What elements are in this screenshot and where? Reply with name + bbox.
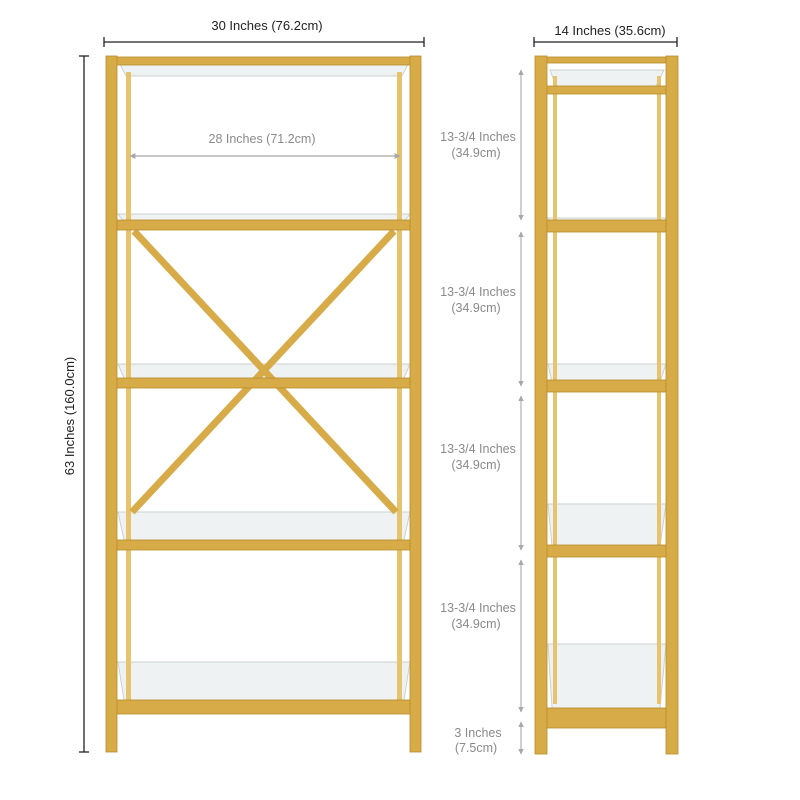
- side-dimensions: 14 Inches (35.6cm) 13-3/4 Inches (34.9cm…: [440, 23, 678, 755]
- side-rail-top: [535, 56, 677, 64]
- side-view-shelf: [534, 55, 679, 755]
- gap-3-label: 13-3/4 Inches (34.9cm): [440, 442, 516, 472]
- front-width-label: 30 Inches (76.2cm): [211, 18, 322, 33]
- side-glass-3: [547, 363, 667, 383]
- side-post-left: [534, 55, 548, 755]
- gap-4-cm: (34.9cm): [451, 617, 500, 631]
- side-post-right: [665, 55, 679, 755]
- side-depth-label: 14 Inches (35.6cm): [554, 23, 665, 38]
- front-glass-top: [119, 63, 409, 77]
- foot-clearance-inches: 3 Inches: [454, 726, 501, 740]
- gap-3-cm: (34.9cm): [451, 458, 500, 472]
- front-glass-bottom: [117, 661, 411, 701]
- foot-clearance-label: 3 Inches (7.5cm): [454, 726, 501, 755]
- gap-4-label: 13-3/4 Inches (34.9cm): [440, 601, 516, 631]
- front-view-shelf: [105, 55, 422, 753]
- front-rail-top: [107, 56, 421, 66]
- gap-2-cm: (34.9cm): [451, 301, 500, 315]
- side-glass-4: [547, 503, 667, 547]
- side-rail-4: [539, 544, 673, 558]
- gap-1-label: 13-3/4 Inches (34.9cm): [440, 130, 516, 160]
- gap-2-label: 13-3/4 Inches (34.9cm): [440, 285, 516, 315]
- front-dimensions: 30 Inches (76.2cm) 28 Inches (71.2cm) 63…: [62, 18, 425, 753]
- gap-1-cm: (34.9cm): [451, 146, 500, 160]
- side-glass-bottom: [547, 643, 667, 709]
- side-rail-top-inner: [543, 85, 669, 95]
- front-post-left: [105, 55, 118, 753]
- total-height-label: 63 Inches (160.0cm): [62, 357, 77, 476]
- gap-4-inches: 13-3/4 Inches: [440, 601, 516, 615]
- gap-2-inches: 13-3/4 Inches: [440, 285, 516, 299]
- side-rail-3: [539, 379, 673, 393]
- side-rail-bottom: [539, 707, 673, 729]
- front-glass-4: [117, 511, 411, 541]
- front-rail-4: [107, 539, 421, 551]
- foot-clearance-cm: (7.5cm): [455, 741, 497, 755]
- side-glass-top: [549, 69, 665, 87]
- front-post-right: [409, 55, 422, 753]
- front-rail-3: [107, 377, 421, 389]
- inner-width-label: 28 Inches (71.2cm): [209, 132, 316, 146]
- front-rail-bottom: [107, 699, 421, 715]
- gap-3-inches: 13-3/4 Inches: [440, 442, 516, 456]
- front-x-braces: [129, 228, 399, 515]
- side-rail-2: [539, 219, 673, 233]
- front-rail-2: [107, 219, 421, 231]
- gap-1-inches: 13-3/4 Inches: [440, 130, 516, 144]
